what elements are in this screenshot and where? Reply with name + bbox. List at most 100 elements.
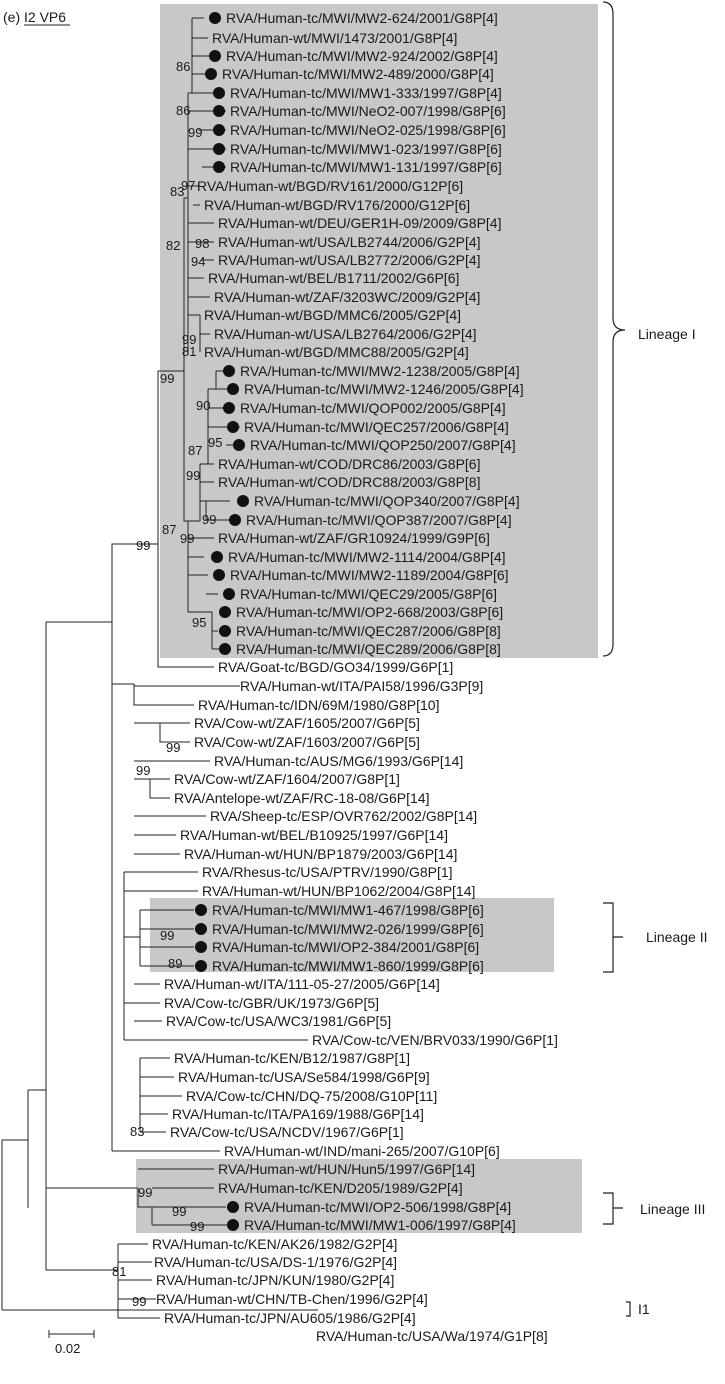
taxon-label: RVA/Human-tc/MWI/MW1-467/1998/G8P[6] — [212, 902, 484, 918]
taxon-label: RVA/Human-tc/KEN/AK26/1982/G2P[4] — [152, 1236, 397, 1252]
taxon-label: RVA/Human-wt/USA/LB2744/2006/G2P[4] — [218, 234, 481, 250]
taxon-label: RVA/Human-tc/MWI/MW2-924/2002/G8P[4] — [226, 48, 498, 64]
taxon-label: RVA/Human-wt/BGD/MMC6/2005/G2P[4] — [204, 307, 461, 323]
bootstrap-value: 89 — [168, 956, 182, 971]
taxon-label: RVA/Human-tc/MWI/MW1-860/1999/G8P[6] — [212, 958, 484, 974]
lineage-2-bracket — [603, 902, 623, 973]
taxon-label: RVA/Human-tc/MWI/MW2-026/1999/G8P[6] — [212, 921, 484, 937]
lineage-3-highlight — [136, 1159, 582, 1233]
panel-title: (e) I2 VP6 — [3, 9, 70, 26]
malawi-sample-marker — [213, 569, 225, 581]
taxon-label: RVA/Human-tc/MWI/QEC289/2006/G8P[8] — [236, 641, 501, 657]
malawi-sample-marker — [209, 12, 221, 24]
taxon-label: RVA/Cow-tc/GBR/UK/1973/G6P[5] — [164, 995, 379, 1011]
lineage-1-highlight — [160, 4, 598, 658]
taxon-label: RVA/Cow-wt/ZAF/1603/2007/G6P[5] — [194, 734, 420, 750]
taxon-label: RVA/Human-tc/MWI/MW1-131/1997/G8P[6] — [230, 159, 502, 175]
taxon-label: RVA/Cow-wt/ZAF/1604/2007/G8P[1] — [174, 771, 400, 787]
branch-segment — [183, 371, 188, 522]
taxon-label: RVA/Cow-tc/VEN/BRV033/1990/G6P[1] — [312, 1032, 558, 1048]
taxon-labels: RVA/Human-tc/MWI/MW2-624/2001/G8P[4] RVA/… — [152, 10, 558, 1344]
genotype-i1-bracket — [626, 1301, 631, 1317]
branch-segment — [157, 544, 214, 668]
taxon-label: RVA/Human-tc/MWI/QOP340/2007/G8P[4] — [254, 493, 520, 509]
branch-segment — [188, 464, 201, 522]
bootstrap-value: 99 — [138, 1185, 152, 1200]
taxon-label: RVA/Human-wt/IND/mani-265/2007/G10P[6] — [224, 1143, 500, 1159]
bootstrap-value: 95 — [208, 435, 222, 450]
taxon-label: RVA/Cow-tc/CHN/DQ-75/2008/G10P[11] — [186, 1088, 437, 1104]
malawi-sample-marker — [213, 143, 225, 155]
branch-segment — [111, 543, 158, 622]
taxon-label: RVA/Human-wt/HUN/Hun5/1997/G6P[14] — [218, 1161, 475, 1177]
taxon-label: RVA/Human-wt/HUN/BP1062/2004/G8P[14] — [202, 883, 475, 899]
malawi-sample-marker — [219, 606, 231, 618]
taxon-label: RVA/Human-wt/ITA/111-05-27/2005/G6P[14] — [164, 976, 440, 992]
bootstrap-value: 98 — [195, 236, 209, 251]
taxon-label: RVA/Human-tc/MWI/QEC29/2005/G8P[6] — [240, 586, 497, 602]
bootstrap-value: 99 — [132, 1294, 146, 1309]
bootstrap-value: 99 — [166, 740, 180, 755]
branch-segment — [28, 622, 47, 1091]
taxon-label: RVA/Human-wt/USA/LB2772/2006/G2P[4] — [218, 252, 481, 268]
taxon-label: RVA/Human-tc/MWI/MW2-1246/2005/G8P[4] — [244, 381, 524, 397]
taxon-label: RVA/Human-tc/IDN/69M/1980/G8P[10] — [198, 697, 439, 713]
bootstrap-value: 87 — [162, 522, 176, 537]
taxon-label: RVA/Human-tc/KEN/D205/1989/G2P[4] — [218, 1180, 463, 1196]
taxon-label: RVA/Human-tc/MWI/MW2-1189/2004/G8P[6] — [230, 567, 509, 583]
taxon-label: RVA/Human-wt/ITA/PAI58/1996/G3P[9] — [240, 678, 483, 694]
malawi-sample-marker — [213, 124, 225, 136]
lineage-2-highlight — [150, 898, 554, 972]
malawi-sample-marker — [213, 161, 225, 173]
malawi-sample-marker — [205, 68, 217, 80]
taxon-label: RVA/Human-wt/USA/LB2764/2006/G2P[4] — [214, 326, 477, 342]
malawi-sample-marker — [195, 941, 207, 953]
taxon-label: RVA/Human-tc/MWI/NeO2-025/1998/G8P[6] — [230, 122, 506, 138]
taxon-label: RVA/Human-tc/MWI/QEC257/2006/G8P[4] — [244, 419, 509, 435]
taxon-label: RVA/Cow-wt/ZAF/1605/2007/G6P[5] — [194, 715, 420, 731]
taxon-label: RVA/Human-wt/COD/DRC88/2003/G8P[8] — [218, 474, 480, 490]
bootstrap-value: 87 — [188, 443, 202, 458]
malawi-sample-marker — [237, 495, 249, 507]
taxon-label: RVA/Human-tc/USA/DS-1/1976/G2P[4] — [154, 1254, 397, 1270]
taxon-label: RVA/Human-wt/BEL/B10925/1997/G6P[14] — [180, 827, 448, 843]
genotype-i1-label: I1 — [638, 1301, 650, 1317]
branch-segment — [159, 723, 190, 743]
taxon-label: RVA/Human-tc/USA/Wa/1974/G1P[8] — [316, 1328, 548, 1344]
scale-bar-value: 0.02 — [55, 1341, 80, 1356]
lineage-2-label: Lineage II — [646, 929, 708, 945]
bootstrap-value: 83 — [170, 184, 184, 199]
bootstrap-value: 94 — [191, 254, 205, 269]
bootstrap-value: 99 — [188, 125, 202, 140]
malawi-sample-marker — [219, 643, 231, 655]
branch-segment — [183, 197, 188, 371]
taxon-label: RVA/Rhesus-tc/USA/PTRV/1990/G8P[1] — [202, 864, 453, 880]
malawi-sample-marker — [219, 625, 231, 637]
taxon-label: RVA/Cow-tc/USA/WC3/1981/G6P[5] — [166, 1013, 391, 1029]
bootstrap-value: 81 — [182, 344, 196, 359]
taxon-label: RVA/Human-tc/MWI/QEC287/2006/G8P[8] — [236, 623, 501, 639]
taxon-label: RVA/Human-tc/MWI/MW2-1238/2005/G8P[4] — [240, 363, 520, 379]
malawi-sample-marker — [195, 904, 207, 916]
taxon-label: RVA/Human-tc/JPN/KUN/1980/G2P[4] — [156, 1272, 394, 1288]
malawi-sample-marker — [227, 383, 239, 395]
taxon-label: RVA/Human-tc/MWI/MW2-624/2001/G8P[4] — [226, 10, 498, 26]
malawi-sample-marker — [195, 960, 207, 972]
taxon-label: RVA/Human-tc/MWI/QOP387/2007/G8P[4] — [246, 512, 512, 528]
taxon-label: RVA/Cow-tc/USA/NCDV/1967/G6P[1] — [170, 1124, 404, 1140]
taxon-label: RVA/Human-tc/KEN/B12/1987/G8P[1] — [174, 1050, 410, 1066]
bootstrap-value: 97 — [181, 178, 195, 193]
bootstrap-value: 99 — [180, 531, 194, 546]
tree-branches — [1, 17, 318, 1319]
malawi-sample-marker — [213, 105, 225, 117]
bootstrap-value: 99 — [160, 371, 174, 386]
panel-letter: (e) — [3, 9, 20, 25]
malawi-sample-marker — [209, 50, 221, 62]
bootstrap-value: 81 — [112, 1264, 126, 1279]
lineage-1-brace — [602, 1, 626, 657]
malawi-sample-marker — [211, 551, 223, 563]
taxon-label: RVA/Human-wt/HUN/BP1879/2003/G6P[14] — [184, 846, 457, 862]
bootstrap-value: 99 — [202, 512, 216, 527]
taxon-label: RVA/Human-tc/MWI/MW1-006/1997/G8P[4] — [244, 1217, 516, 1233]
